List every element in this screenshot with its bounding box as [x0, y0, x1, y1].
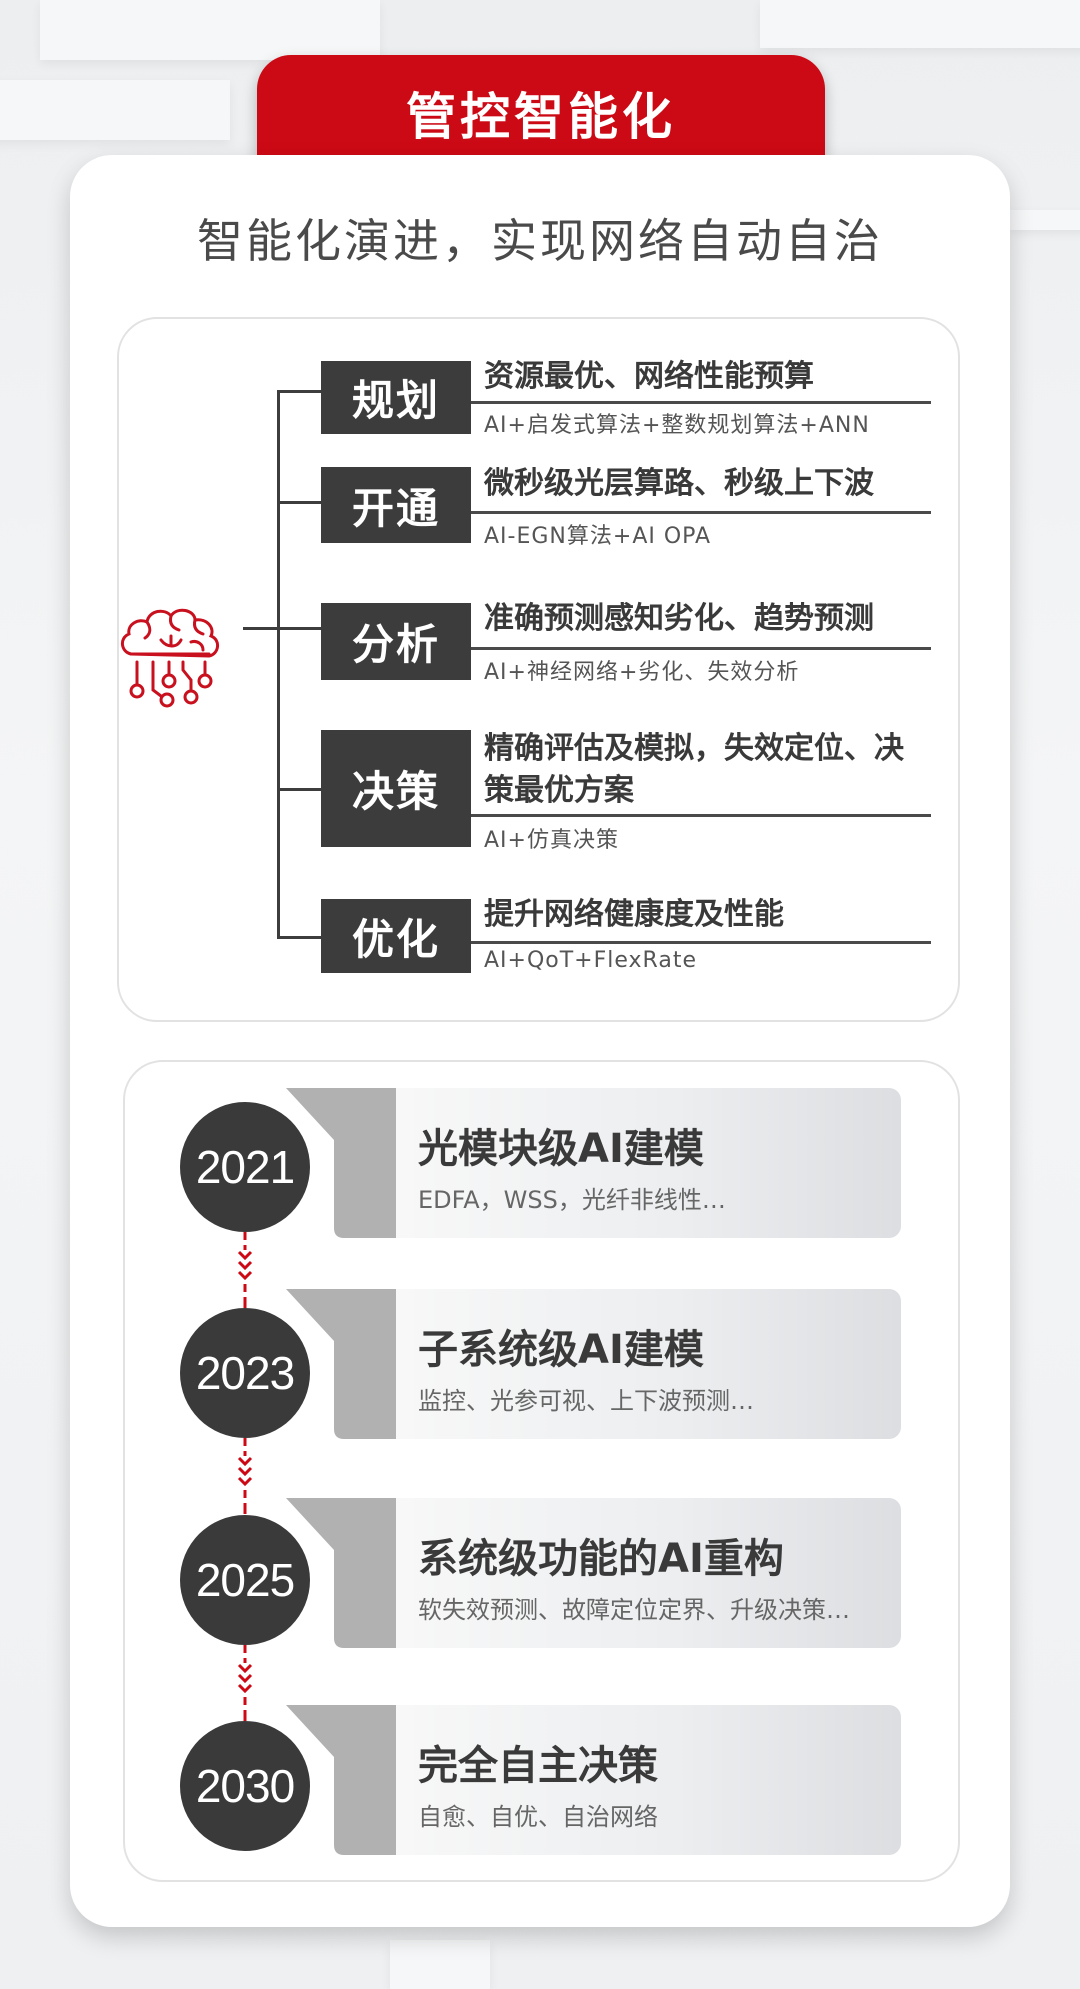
timeline-card: 系统级功能的AI重构 软失效预测、故障定位定界、升级决策… — [396, 1498, 901, 1648]
timeline-tab — [286, 1088, 398, 1238]
connector-line — [277, 788, 323, 791]
divider — [471, 814, 931, 817]
connector-line — [277, 390, 323, 393]
connector-line — [277, 501, 323, 504]
year-badge: 2025 — [180, 1515, 310, 1645]
capability-label: 分析 — [321, 603, 471, 680]
timeline-detail: EDFA，WSS，光纤非线性… — [418, 1186, 726, 1214]
capability-label: 规划 — [321, 361, 471, 434]
page-title: 智能化演进，实现网络自动自治 — [197, 214, 883, 268]
arrow-down-icon — [237, 1645, 253, 1721]
capability-label: 优化 — [321, 899, 471, 973]
background-block — [1010, 210, 1080, 230]
capability-heading: 微秒级光层算路、秒级上下波 — [484, 466, 874, 501]
capability-detail: AI+仿真决策 — [484, 828, 619, 853]
divider — [471, 647, 931, 650]
background-block — [40, 0, 380, 60]
timeline-card: 光模块级AI建模 EDFA，WSS，光纤非线性… — [396, 1088, 901, 1238]
timeline-card: 完全自主决策 自愈、自优、自治网络 — [396, 1705, 901, 1855]
year-badge: 2023 — [180, 1308, 310, 1438]
capability-label: 开通 — [321, 467, 471, 543]
timeline-title: 系统级功能的AI重构 — [418, 1536, 784, 1582]
timeline-tab — [286, 1705, 398, 1855]
section-tab-title: 管控智能化 — [406, 88, 676, 146]
background-block — [0, 80, 230, 140]
capability-detail: AI-EGN算法+AI OPA — [484, 524, 712, 549]
capability-detail: AI+QoT+FlexRate — [484, 948, 697, 973]
timeline-card: 子系统级AI建模 监控、光参可视、上下波预测… — [396, 1289, 901, 1439]
timeline-tab — [286, 1498, 398, 1648]
connector-line — [277, 627, 323, 630]
timeline-title: 光模块级AI建模 — [418, 1126, 704, 1172]
background-block — [390, 1940, 490, 1989]
capability-heading: 资源最优、网络性能预算 — [484, 359, 814, 394]
timeline-detail: 软失效预测、故障定位定界、升级决策… — [418, 1596, 850, 1624]
timeline-title: 完全自主决策 — [418, 1743, 658, 1789]
capability-heading: 精确评估及模拟，失效定位、决策最优方案 — [484, 731, 904, 808]
arrow-down-icon — [237, 1232, 253, 1308]
background-block — [760, 0, 1080, 48]
year-badge: 2021 — [180, 1102, 310, 1232]
capability-detail: AI+神经网络+劣化、失效分析 — [484, 660, 800, 685]
year-badge: 2030 — [180, 1721, 310, 1851]
bracket-line — [277, 391, 280, 939]
timeline-tab — [286, 1289, 398, 1439]
capability-detail: AI+启发式算法+整数规划算法+ANN — [484, 413, 870, 438]
divider — [471, 941, 931, 944]
connector-line — [243, 627, 279, 630]
connector-line — [277, 936, 323, 939]
timeline-detail: 监控、光参可视、上下波预测… — [418, 1387, 754, 1415]
capability-heading: 准确预测感知劣化、趋势预测 — [484, 601, 874, 636]
capability-label: 决策 — [321, 730, 471, 847]
arrow-down-icon — [237, 1438, 253, 1514]
capability-heading: 提升网络健康度及性能 — [484, 897, 784, 932]
timeline-title: 子系统级AI建模 — [418, 1327, 704, 1373]
capabilities-panel — [117, 317, 960, 1022]
divider — [471, 401, 931, 404]
timeline-detail: 自愈、自优、自治网络 — [418, 1803, 658, 1831]
brain-circuit-icon — [121, 608, 219, 708]
divider — [471, 511, 931, 514]
